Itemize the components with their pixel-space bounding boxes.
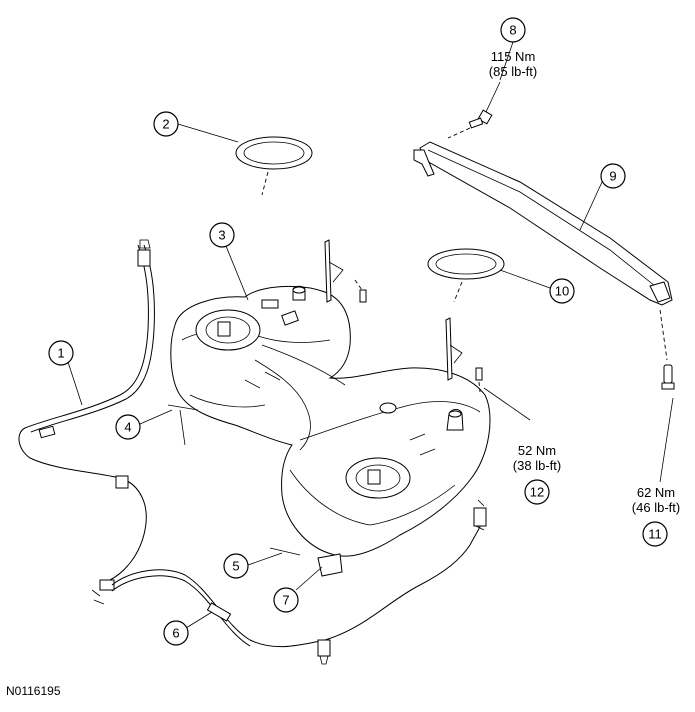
callout-6: 6: [163, 620, 189, 646]
callout-1: 1: [48, 340, 74, 366]
callout-9: 9: [600, 163, 626, 189]
callout-4-label: 4: [124, 420, 131, 435]
callout-3: 3: [209, 222, 235, 248]
callout-7-label: 7: [282, 593, 289, 608]
fuel-tank: [170, 285, 491, 557]
callout-11: 11: [642, 521, 668, 547]
heat-shield-2: [235, 136, 313, 196]
callout-4: 4: [115, 414, 141, 440]
callout-9-label: 9: [609, 169, 616, 184]
line-1: [18, 239, 155, 605]
torque-8-nm: 115 Nm: [491, 49, 536, 64]
torque-8-lbft: (85 lb-ft): [489, 64, 537, 79]
torque-11-lbft: (46 lb-ft): [632, 500, 680, 515]
callout-8-label: 8: [509, 23, 516, 38]
callout-7: 7: [273, 587, 299, 613]
callout-10: 10: [549, 278, 575, 304]
torque-11-nm: 62 Nm: [637, 485, 675, 500]
callout-5: 5: [223, 553, 249, 579]
cross-member-9: [413, 109, 675, 390]
callout-12: 12: [524, 479, 550, 505]
callout-10-label: 10: [555, 284, 569, 299]
callout-6-label: 6: [172, 626, 179, 641]
leader-lines: [67, 41, 674, 629]
callout-5-label: 5: [232, 559, 239, 574]
heat-shield-10: [427, 248, 505, 303]
callout-8: 8: [500, 17, 526, 43]
line-6: [111, 499, 487, 665]
tank-straps: [167, 239, 483, 577]
callout-2-label: 2: [162, 117, 169, 132]
torque-12-lbft: (38 lb-ft): [513, 458, 561, 473]
callout-12-label: 12: [530, 485, 544, 500]
callout-2: 2: [153, 111, 179, 137]
torque-12-nm: 52 Nm: [518, 443, 556, 458]
figure-id: N0116195: [6, 684, 61, 698]
callout-1-label: 1: [57, 346, 64, 361]
callout-3-label: 3: [218, 228, 225, 243]
callout-11-label: 11: [648, 527, 662, 542]
